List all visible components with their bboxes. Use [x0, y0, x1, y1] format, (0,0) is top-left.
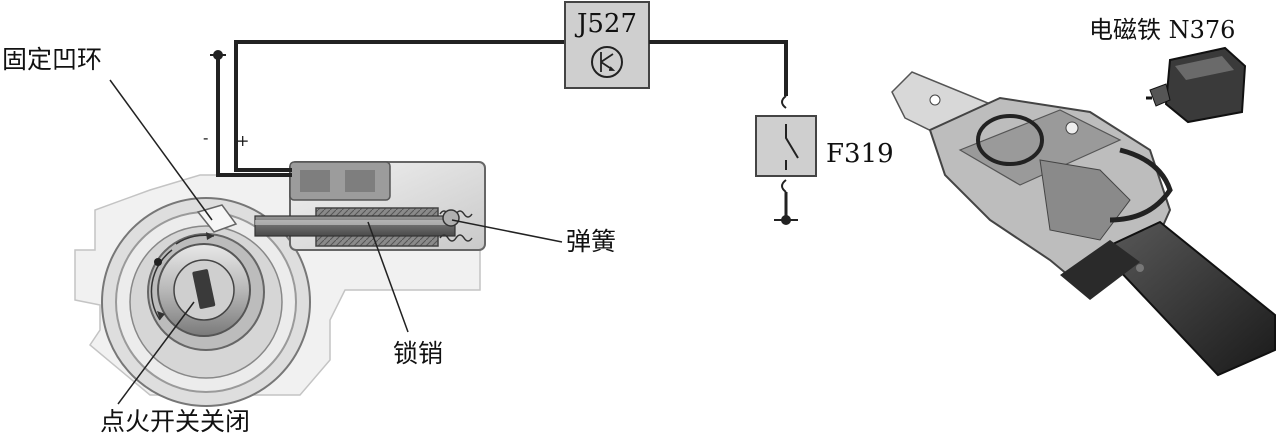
leader-fixed-notch [109, 79, 213, 221]
f319-label: F319 [826, 139, 894, 169]
switch-contact [785, 124, 799, 170]
fixed-notch-label: 固定凹环 [2, 45, 102, 74]
wire-negative [216, 55, 292, 177]
magnet-label: 电磁铁 N376 [1089, 16, 1235, 44]
j527-label: J527 [574, 9, 637, 39]
steering-lock-assembly: - + [74, 40, 565, 407]
wire-loop [1109, 147, 1173, 223]
solenoid-n376 [1146, 46, 1247, 124]
spring-cap [442, 209, 460, 227]
rotation-arrow-left [150, 249, 173, 321]
solenoid-body [1164, 46, 1247, 124]
wire-j527-f319 [649, 40, 788, 96]
ignition-switch-assembly [891, 71, 1276, 377]
control-unit-j527: J527 [564, 1, 650, 89]
position-dot [154, 258, 162, 266]
minus-label: - [203, 128, 208, 147]
lock-pin-label: 锁销 [393, 339, 443, 368]
leader-ignition-off [117, 301, 195, 405]
lock-ring-photo [976, 114, 1044, 166]
lock-pin [254, 215, 456, 237]
ignition-key [1098, 220, 1276, 377]
j527-box [564, 1, 650, 89]
leader-lock-pin [367, 221, 409, 333]
plus-label: + [236, 131, 249, 150]
ignition-off-label: 点火开关关闭 [100, 407, 250, 436]
spring-label: 弹簧 [566, 227, 616, 256]
transistor-symbol [591, 46, 623, 78]
fixed-notch [196, 204, 238, 233]
switch-f319: F319 [755, 95, 894, 225]
key-slot [192, 269, 216, 309]
leader-spring [451, 219, 563, 243]
wire-positive [234, 40, 565, 172]
